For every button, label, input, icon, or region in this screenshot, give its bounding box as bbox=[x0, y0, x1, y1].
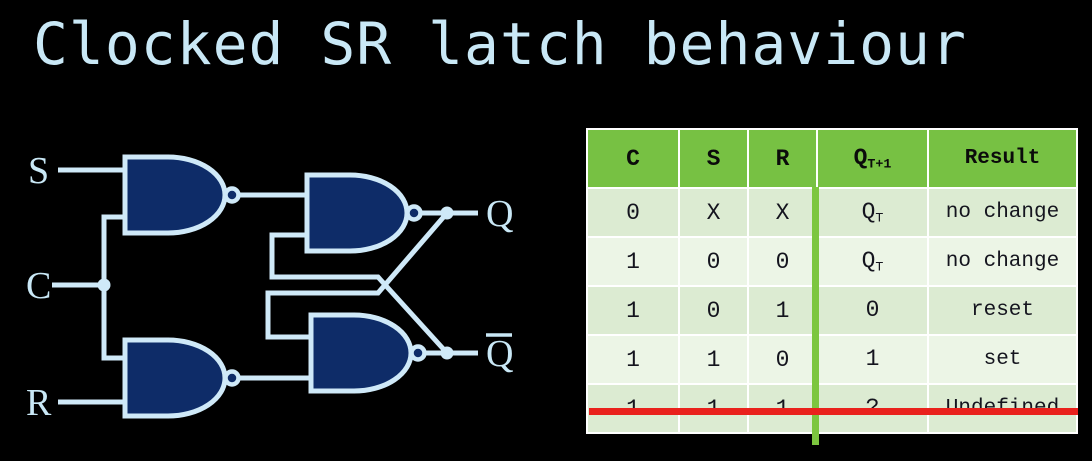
wire-feedback-q-to-bottom bbox=[265, 211, 449, 340]
cell-c: 1 bbox=[588, 287, 678, 334]
q-base: 1 bbox=[865, 345, 880, 372]
header-cell-s: S bbox=[680, 130, 747, 187]
inverter-bubble-top-right bbox=[405, 204, 423, 222]
cell-s: 1 bbox=[680, 336, 747, 383]
nand-gate-top-right bbox=[304, 172, 410, 254]
q-next-subscript: T+1 bbox=[867, 157, 892, 173]
inverter-bubble-top-left bbox=[223, 186, 241, 204]
truth-table-body: 0 X X QT no change 1 0 0 QT no change 1 … bbox=[588, 189, 1076, 432]
cell-r: 0 bbox=[749, 238, 816, 285]
cell-s: 0 bbox=[680, 238, 747, 285]
table-row: 0 X X QT no change bbox=[588, 189, 1076, 236]
header-cell-c: C bbox=[588, 130, 678, 187]
label-s: S bbox=[28, 150, 49, 192]
inverter-bubble-bottom-right bbox=[409, 344, 427, 362]
header-cell-q-next: QT+1 bbox=[818, 130, 927, 187]
cell-result: reset bbox=[929, 287, 1076, 334]
state-divider-line bbox=[812, 187, 819, 445]
cell-result: no change bbox=[929, 238, 1076, 285]
q-next-base: Q bbox=[853, 144, 868, 171]
label-q: Q bbox=[486, 193, 513, 235]
header-cell-r: R bbox=[749, 130, 816, 187]
nand-gate-top-left bbox=[122, 154, 228, 236]
cell-result: set bbox=[929, 336, 1076, 383]
cell-q-next: 0 bbox=[818, 287, 927, 334]
cell-r: X bbox=[749, 189, 816, 236]
cell-c: 0 bbox=[588, 189, 678, 236]
junction-dot-q bbox=[440, 206, 454, 220]
q-subscript: T bbox=[875, 211, 884, 227]
junction-dot-qbar bbox=[440, 346, 454, 360]
cell-c: 1 bbox=[588, 336, 678, 383]
label-r: R bbox=[26, 382, 52, 424]
q-base: 0 bbox=[865, 296, 880, 323]
sr-latch-circuit-diagram: S C R Q Q bbox=[26, 150, 513, 424]
nand-gate-bottom-left bbox=[122, 337, 228, 419]
undefined-strikethrough-line bbox=[589, 408, 1078, 415]
cell-s: 0 bbox=[680, 287, 747, 334]
cell-r: 0 bbox=[749, 336, 816, 383]
cell-q-next: QT bbox=[818, 189, 927, 236]
inverter-bubble-bottom-left bbox=[223, 369, 241, 387]
table-row: 1 0 1 0 reset bbox=[588, 287, 1076, 334]
header-row: C S R QT+1 Result bbox=[588, 130, 1076, 187]
cell-result: no change bbox=[929, 189, 1076, 236]
table-row: 1 0 0 QT no change bbox=[588, 238, 1076, 285]
cell-q-next: QT bbox=[818, 238, 927, 285]
truth-table-container: C S R QT+1 Result 0 X X QT no change 1 0… bbox=[586, 128, 1078, 434]
slide-title: Clocked SR latch behaviour bbox=[33, 10, 967, 78]
q-base: Q bbox=[861, 247, 876, 274]
cell-s: X bbox=[680, 189, 747, 236]
label-c: C bbox=[26, 265, 51, 307]
nand-gate-bottom-right bbox=[308, 312, 414, 394]
q-subscript: T bbox=[875, 260, 884, 276]
q-base: Q bbox=[861, 198, 876, 225]
table-row: 1 1 0 1 set bbox=[588, 336, 1076, 383]
cell-c: 1 bbox=[588, 238, 678, 285]
truth-table: C S R QT+1 Result 0 X X QT no change 1 0… bbox=[586, 128, 1078, 434]
cell-r: 1 bbox=[749, 287, 816, 334]
wire-feedback-qbar-to-top bbox=[269, 232, 449, 355]
header-cell-result: Result bbox=[929, 130, 1076, 187]
truth-table-header: C S R QT+1 Result bbox=[588, 130, 1076, 187]
label-q-bar: Q bbox=[486, 333, 513, 375]
cell-q-next: 1 bbox=[818, 336, 927, 383]
junction-dot-c bbox=[97, 278, 111, 292]
